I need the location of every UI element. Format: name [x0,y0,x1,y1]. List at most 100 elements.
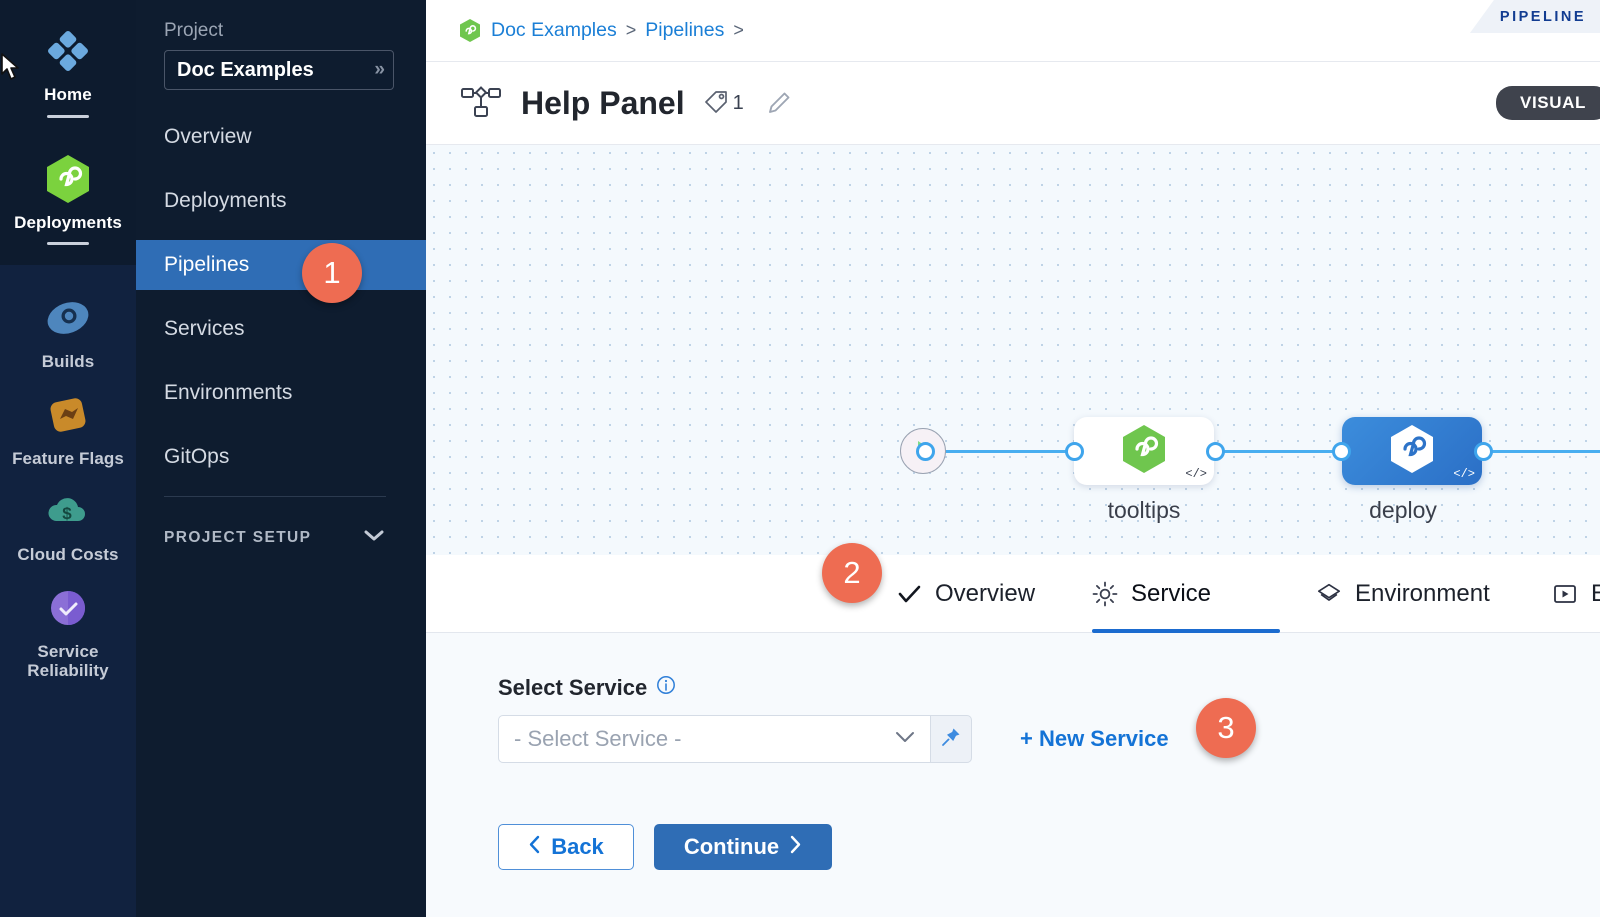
check-icon [896,584,922,604]
harness-hexagon-icon [459,19,481,43]
sidebar-item-environments[interactable]: Environments [136,368,426,418]
rail-item-builds[interactable]: Builds [0,281,136,378]
pencil-edit-icon[interactable] [766,90,792,116]
tab-pipeline-corner[interactable]: PIPELINE [1469,0,1600,33]
rail-item-cloud-costs[interactable]: $ Cloud Costs [0,474,136,571]
select-service-row: - Select Service - + New Service [498,715,1600,763]
select-service-label-row: Select Service [498,675,1600,701]
tag-count: 1 [732,91,744,114]
pipeline-nodes-icon [459,83,503,123]
rail-item-feature-flags[interactable]: Feature Flags [0,378,136,475]
tab-overview[interactable]: Overview [896,555,1035,632]
node-port[interactable] [1206,442,1225,461]
feature-flags-icon [43,390,93,440]
sidebar-item-label: Pipelines [164,253,250,276]
sidebar-item-label: Overview [164,125,252,148]
tab-label: Execution [1591,579,1600,607]
add-stage-label: Add Stage [1569,495,1600,522]
tab-label: Environment [1355,579,1490,607]
sidebar-item-label: GitOps [164,445,230,468]
callout-badge-2: 2 [822,543,882,603]
sidebar-item-overview[interactable]: Overview [136,112,426,162]
form-actions: Back Continue [498,824,1600,870]
rail-active-underline [47,114,89,118]
breadcrumb-link-project[interactable]: Doc Examples [491,19,617,41]
select-service-label: Select Service [498,675,648,700]
page-title-bar: Help Panel 1 VISUAL [426,62,1600,145]
project-label: Project [164,20,224,41]
back-button-label: Back [551,834,604,859]
tab-label: Service [1131,579,1212,607]
tab-label: Overview [935,579,1036,607]
svg-text:$: $ [62,504,72,523]
service-form-pane: Select Service - Select Service - [426,633,1600,917]
node-port[interactable] [1474,442,1493,461]
module-rail-top-group: Home Deployments [0,0,136,266]
sidebar-item-label: Deployments [164,189,287,212]
tag-badge[interactable]: 1 [703,89,744,118]
breadcrumb: Doc Examples > Pipelines > PIPELINE [426,0,1600,62]
pipeline-edge [926,450,1084,453]
sidebar-item-pipelines[interactable]: Pipelines [136,240,426,290]
stage-node-tooltips[interactable]: </> [1074,417,1214,485]
sidebar-project-setup[interactable]: PROJECT SETUP [136,529,426,547]
project-setup-label: PROJECT SETUP [164,529,312,546]
sidebar-item-gitops[interactable]: GitOps [136,432,426,482]
rail-item-label: Deployments [14,212,122,232]
rail-active-underline [47,242,89,246]
node-port[interactable] [1332,442,1351,461]
deployments-infinity-icon [43,154,93,204]
stage-label-tooltips: tooltips [1107,497,1181,523]
breadcrumb-separator: > [625,20,637,40]
rail-item-service-reliability[interactable]: Service Reliability [0,571,136,687]
gear-icon [1092,581,1118,607]
module-rail: Home Deployments [0,0,136,917]
chevron-down-icon [364,529,384,547]
step-tabs: Overview Service [426,555,1600,633]
service-reliability-icon [43,583,93,633]
node-port[interactable] [916,442,935,461]
rail-item-label: Builds [41,352,95,372]
stage-node-deploy[interactable]: </> [1342,417,1482,485]
project-sidebar: Project Doc Examples » Overview Deployme… [136,0,426,917]
node-port[interactable] [1065,442,1084,461]
rail-item-label: Home [44,85,92,104]
double-chevron-right-icon: » [374,59,384,80]
play-box-icon [1552,582,1578,606]
stage-code-badge[interactable]: </> [1453,467,1475,481]
select-service-placeholder: - Select Service - [514,726,682,751]
rail-item-label: Feature Flags [12,448,124,468]
sidebar-item-label: Services [164,317,245,340]
sidebar-nav-list: Overview Deployments Pipelines Services … [136,112,426,482]
back-button[interactable]: Back [498,824,634,870]
pipeline-edge [1206,450,1354,453]
select-service-input[interactable]: - Select Service - [498,715,931,763]
breadcrumb-link-pipelines[interactable]: Pipelines [645,19,725,41]
project-selector[interactable]: Doc Examples » [164,50,394,90]
chevron-right-icon [789,834,802,860]
stage-code-badge[interactable]: </> [1185,467,1207,481]
view-mode-visual-badge[interactable]: VISUAL [1496,86,1600,120]
sidebar-item-services[interactable]: Services [136,304,426,354]
tab-execution[interactable]: Execution [1552,555,1600,632]
breadcrumb-separator: > [733,20,744,40]
sidebar-item-deployments[interactable]: Deployments [136,176,426,226]
rail-item-label: Service Reliability [27,641,109,681]
info-circle-icon[interactable] [656,675,676,701]
tab-environment[interactable]: Environment [1316,555,1490,632]
pipeline-canvas[interactable]: </> tooltips </> deploy + Add Stage [426,145,1600,555]
rail-item-label: Cloud Costs [17,545,119,565]
new-service-link[interactable]: + New Service [1020,726,1169,751]
chevron-down-icon [894,730,916,749]
continue-button-label: Continue [683,834,780,859]
tab-service[interactable]: Service [1092,555,1280,633]
rail-item-deployments[interactable]: Deployments [0,142,136,252]
pin-button[interactable] [931,715,972,763]
cloud-costs-icon: $ [43,486,93,536]
harness-hexagon-green-icon [1121,424,1167,479]
rail-item-home[interactable]: Home [0,14,136,124]
main-content: Doc Examples > Pipelines > PIPELINE Help… [426,0,1600,917]
project-selector-name: Doc Examples [177,58,314,81]
continue-button[interactable]: Continue [654,824,832,870]
pipeline-edge [1474,450,1600,453]
